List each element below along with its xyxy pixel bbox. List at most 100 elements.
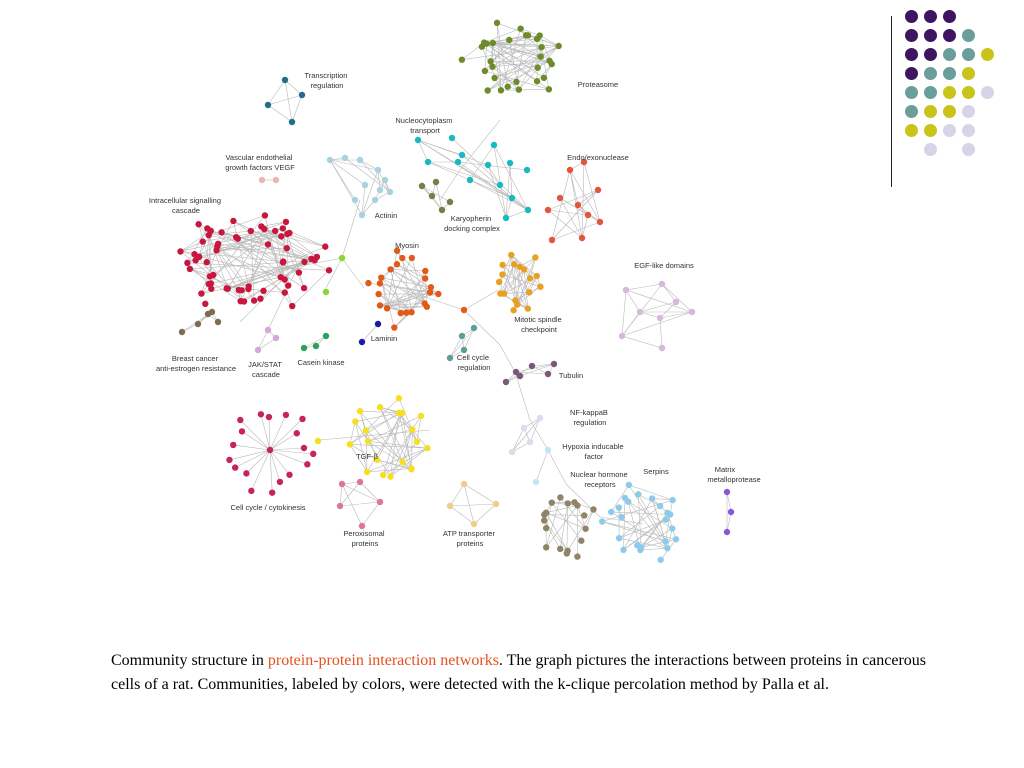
network-edge (559, 503, 569, 549)
protein-node (238, 428, 246, 435)
protein-node (272, 176, 280, 184)
network-edge (569, 169, 579, 206)
protein-node (245, 285, 252, 293)
protein-node (260, 287, 267, 295)
network-edge (292, 270, 330, 307)
protein-node (526, 438, 534, 446)
network-edge (566, 503, 569, 554)
network-edge (339, 501, 381, 507)
protein-node (512, 368, 520, 376)
label-serpins: Serpins (643, 467, 669, 476)
network-edge (359, 481, 381, 503)
protein-node (208, 308, 216, 316)
network-edge (349, 430, 367, 445)
network-edge (463, 483, 497, 505)
network-edge (490, 60, 550, 62)
protein-node (550, 360, 558, 368)
protein-node (268, 489, 276, 496)
network-edge (268, 417, 271, 451)
network-edge (726, 511, 732, 533)
protein-node (346, 441, 354, 448)
protein-node (373, 456, 381, 464)
network-edge (269, 418, 303, 451)
protein-node (446, 198, 454, 206)
network-edge (379, 406, 399, 414)
network-edge (390, 429, 413, 477)
protein-node (386, 188, 394, 196)
network-edge (502, 254, 512, 275)
network-edge (492, 42, 502, 91)
network-edge (516, 35, 527, 82)
protein-node (310, 450, 317, 458)
protein-node (257, 295, 264, 302)
network-edge (281, 236, 326, 247)
network-edge (499, 344, 516, 373)
network-edge (269, 449, 273, 493)
protein-node (481, 67, 489, 75)
network-edge (349, 421, 356, 445)
protein-node (544, 206, 552, 214)
network-edge (264, 228, 305, 263)
network-edge (365, 412, 403, 431)
network-edge (339, 481, 361, 507)
network-edge (390, 269, 431, 293)
protein-node (261, 212, 269, 219)
protein-node (460, 346, 468, 354)
grid-dot (924, 105, 937, 118)
grid-dot (924, 29, 937, 42)
protein-node (664, 545, 671, 552)
protein-node (727, 508, 735, 516)
protein-node (326, 156, 334, 164)
protein-node (662, 516, 670, 523)
network-edge (492, 60, 550, 68)
protein-node (298, 91, 306, 99)
grid-dot (962, 105, 975, 118)
decorative-dot-grid (905, 10, 1005, 170)
protein-node (191, 251, 198, 258)
protein-node (581, 512, 588, 519)
protein-node (540, 517, 548, 524)
protein-node (590, 506, 597, 513)
network-edge (486, 43, 541, 57)
protein-node (178, 328, 186, 336)
protein-network-graph: Transcription regulation Proteasome Nucl… (149, 19, 761, 563)
label-nfkappab: NF-kappaB regulation (570, 408, 610, 427)
network-edge (628, 501, 668, 549)
protein-node (495, 278, 503, 286)
protein-node (424, 444, 431, 452)
network-edge (264, 228, 315, 261)
network-edge (638, 494, 661, 507)
network-edge (535, 449, 549, 483)
protein-node (508, 194, 516, 202)
protein-node (426, 289, 434, 296)
label-peroxisomal: Peroxisomal proteins (343, 529, 386, 548)
protein-node (195, 221, 202, 228)
protein-node (502, 378, 510, 386)
protein-node (365, 279, 372, 287)
network-edge (515, 371, 549, 375)
network-edge (377, 459, 412, 469)
network-edge (611, 511, 671, 515)
network-edge (543, 520, 568, 552)
network-edge (213, 230, 276, 276)
network-edge (267, 79, 286, 106)
network-edge (386, 257, 413, 309)
protein-node (338, 480, 346, 488)
network-edge (379, 292, 431, 306)
network-edge (382, 412, 403, 476)
network-edge (539, 35, 559, 47)
protein-node (285, 282, 292, 289)
protein-node (421, 300, 428, 307)
protein-node (548, 236, 556, 244)
grid-dot (962, 124, 975, 137)
network-edge (545, 505, 578, 513)
network-edge (545, 512, 568, 551)
network-edge (577, 505, 586, 529)
protein-node (295, 269, 303, 276)
protein-node (615, 534, 623, 542)
protein-node (454, 158, 462, 166)
network-edge (486, 43, 559, 47)
protein-node (618, 513, 625, 521)
network-edge (665, 500, 673, 542)
protein-node (278, 233, 285, 240)
